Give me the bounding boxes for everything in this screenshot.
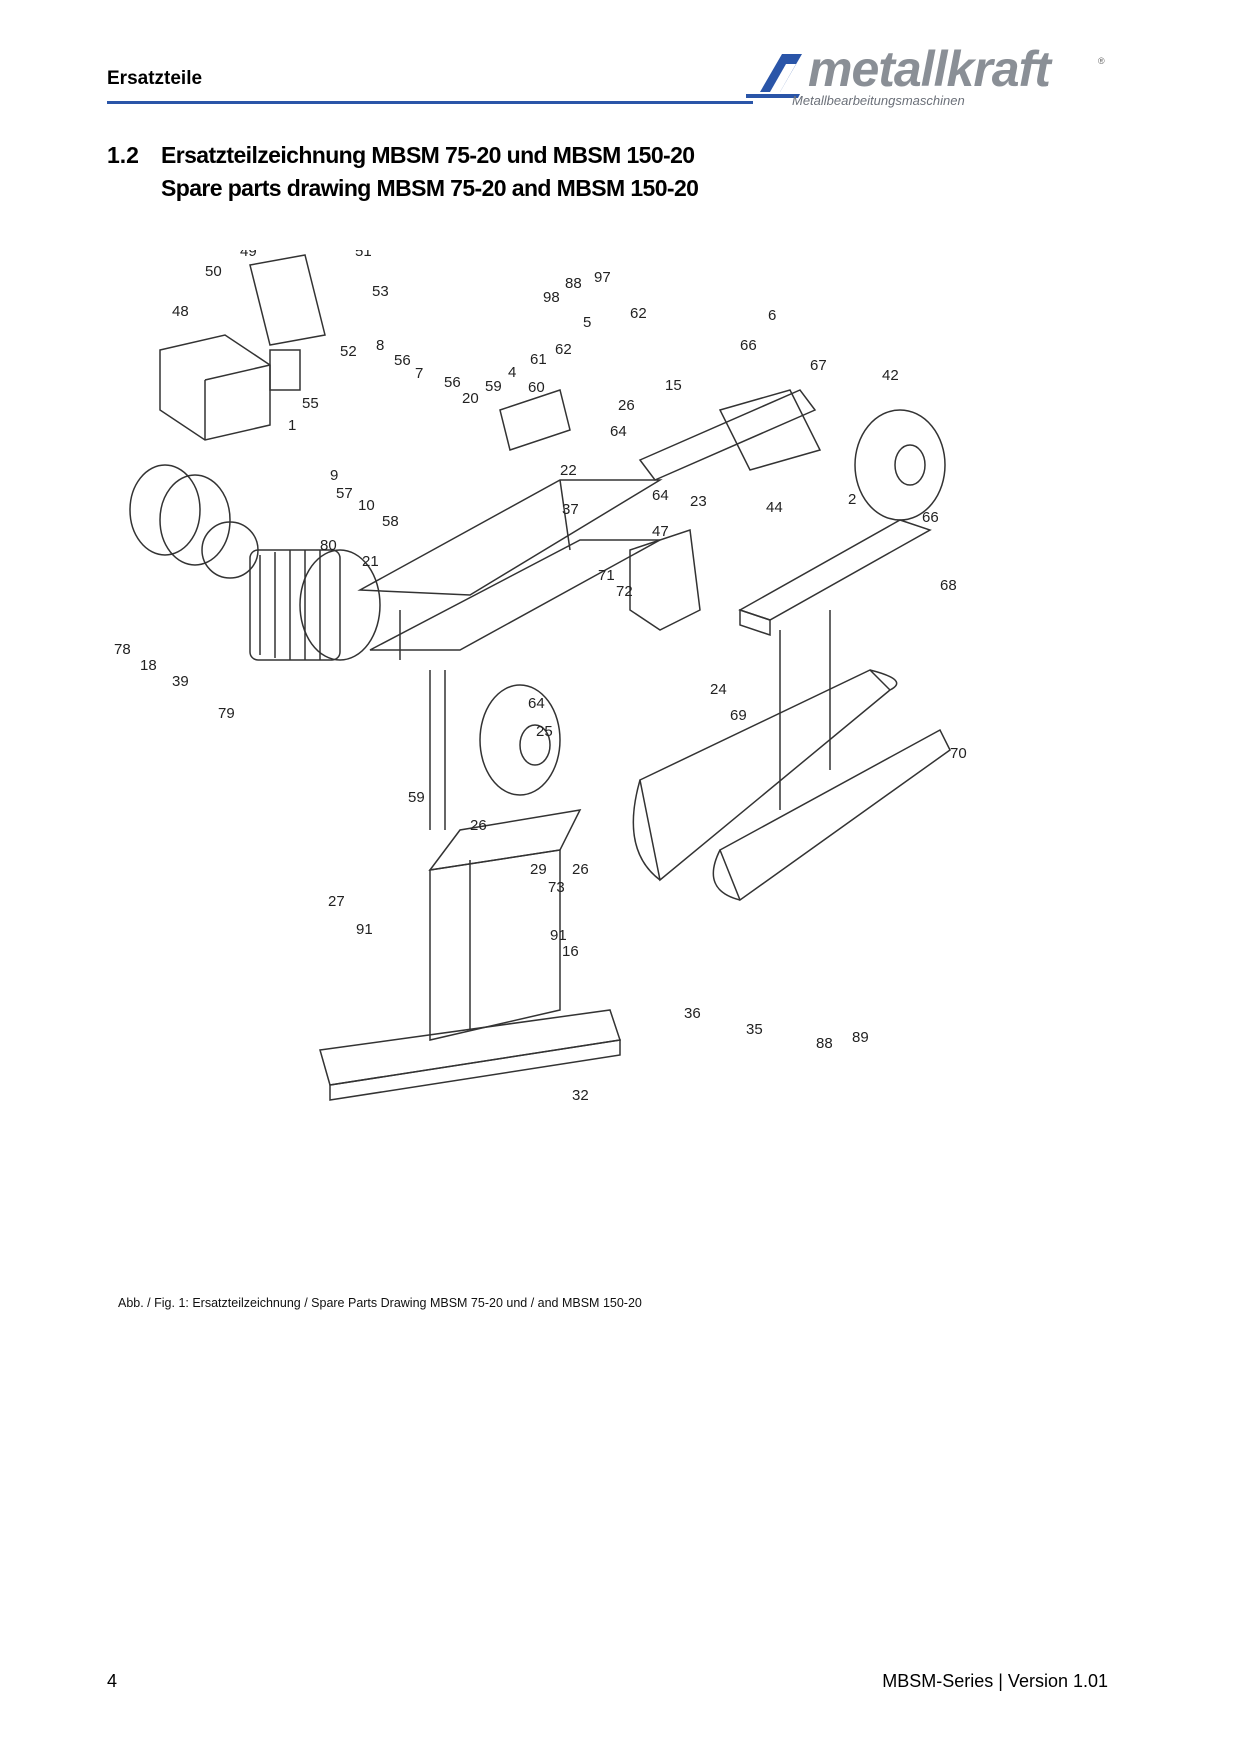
part-label: 80 [320, 537, 337, 554]
part-label: 22 [560, 462, 577, 479]
part-label: 18 [140, 657, 157, 674]
part-label: 91 [550, 927, 567, 944]
part-label: 69 [730, 707, 747, 724]
logo-wordmark: metallkraft [808, 41, 1051, 97]
part-label: 51 [355, 250, 372, 260]
part-label: 24 [710, 681, 727, 698]
part-label: 1 [288, 417, 296, 434]
part-label: 26 [572, 861, 589, 878]
part-label: 59 [485, 378, 502, 395]
page-number: 4 [107, 1671, 118, 1691]
part-label: 97 [594, 269, 611, 286]
document-version: MBSM-Series | Version 1.01 [882, 1671, 1108, 1691]
part-label: 44 [766, 499, 783, 516]
part-label: 78 [114, 641, 131, 658]
part-label: 88 [565, 275, 582, 292]
section-title-en: Spare parts drawing MBSM 75-20 and MBSM … [161, 175, 699, 201]
part-label: 64 [652, 487, 669, 504]
section-number: 1.2 [107, 142, 139, 168]
part-label: 58 [382, 513, 399, 530]
part-label: 26 [470, 817, 487, 834]
brand-logo: metallkraft ® Metallbearbeitungsmaschine… [746, 41, 1112, 114]
part-label: 57 [336, 485, 353, 502]
part-label: 62 [555, 341, 572, 358]
part-label: 26 [618, 397, 635, 414]
part-label: 7 [415, 365, 423, 382]
part-label: 27 [328, 893, 345, 910]
part-label: 36 [684, 1005, 701, 1022]
part-label: 20 [462, 390, 479, 407]
part-label: 39 [172, 673, 189, 690]
header-title: Ersatzteile [107, 68, 203, 89]
logo-tagline: Metallbearbeitungsmaschinen [792, 93, 965, 108]
part-label: 60 [528, 379, 545, 396]
section-title-de: Ersatzteilzeichnung MBSM 75-20 und MBSM … [161, 142, 695, 168]
part-label: 66 [922, 509, 939, 526]
part-label: 15 [665, 377, 682, 394]
part-label: 89 [852, 1029, 869, 1046]
logo-registered-mark: ® [1098, 56, 1105, 66]
figure-caption: Abb. / Fig. 1: Ersatzteilzeichnung / Spa… [118, 1296, 642, 1310]
spare-parts-drawing: 49 51 50 53 48 52 8 56 7 56 59 20 4 61 6… [114, 250, 967, 1104]
part-label: 9 [330, 467, 338, 484]
part-labels: 49 51 50 53 48 52 8 56 7 56 59 20 4 61 6… [114, 250, 967, 1104]
logo-mark-icon [746, 54, 802, 98]
part-label: 91 [356, 921, 373, 938]
part-label: 47 [652, 523, 669, 540]
part-label: 73 [548, 879, 565, 896]
part-label: 88 [816, 1035, 833, 1052]
part-label: 66 [740, 337, 757, 354]
part-label: 6 [768, 307, 776, 324]
part-label: 2 [848, 491, 856, 508]
part-label: 4 [508, 364, 516, 381]
part-label: 10 [358, 497, 375, 514]
part-label: 64 [528, 695, 545, 712]
part-label: 23 [690, 493, 707, 510]
part-label: 48 [172, 303, 189, 320]
part-label: 53 [372, 283, 389, 300]
part-label: 98 [543, 289, 560, 306]
part-label: 59 [408, 789, 425, 806]
part-label: 61 [530, 351, 547, 368]
part-label: 25 [536, 723, 553, 740]
part-label: 50 [205, 263, 222, 280]
part-label: 8 [376, 337, 384, 354]
part-label: 52 [340, 343, 357, 360]
part-label: 70 [950, 745, 967, 762]
part-label: 79 [218, 705, 235, 722]
part-label: 49 [240, 250, 257, 260]
part-label: 56 [444, 374, 461, 391]
header-rule [107, 101, 753, 104]
part-label: 64 [610, 423, 627, 440]
part-label: 37 [562, 501, 579, 518]
part-label: 35 [746, 1021, 763, 1038]
part-label: 16 [562, 943, 579, 960]
part-label: 62 [630, 305, 647, 322]
part-label: 71 [598, 567, 615, 584]
part-label: 5 [583, 314, 591, 331]
part-label: 21 [362, 553, 379, 570]
part-label: 68 [940, 577, 957, 594]
part-label: 56 [394, 352, 411, 369]
part-label: 32 [572, 1087, 589, 1104]
part-label: 67 [810, 357, 827, 374]
part-label: 42 [882, 367, 899, 384]
part-label: 55 [302, 395, 319, 412]
part-label: 72 [616, 583, 633, 600]
part-label: 29 [530, 861, 547, 878]
